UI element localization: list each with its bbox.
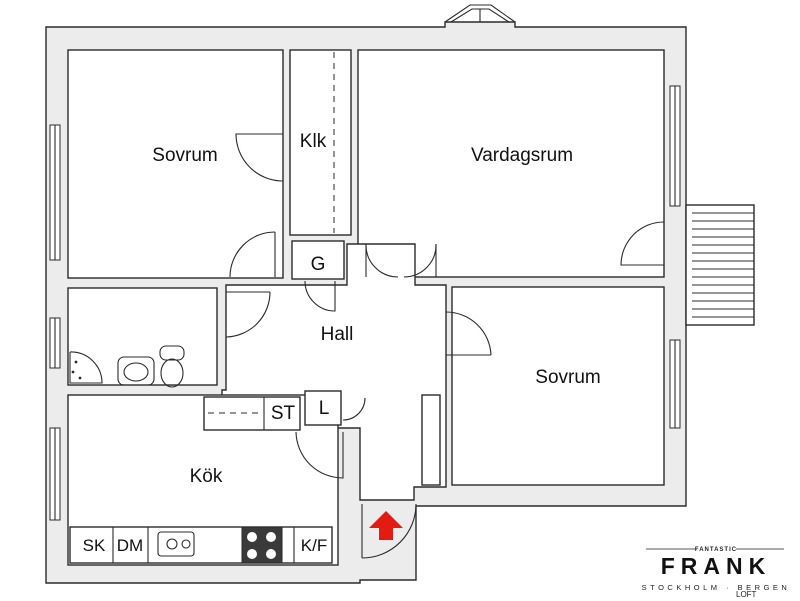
bathroom-fixtures <box>69 345 185 388</box>
label-living-room: Vardagsrum <box>471 145 573 166</box>
windows-right <box>669 85 681 429</box>
label-bedroom-right: Sovrum <box>535 367 600 388</box>
label-kitchen: Kök <box>190 466 223 487</box>
label-dishwasher: DM <box>117 536 143 555</box>
label-bedroom-left: Sovrum <box>152 145 217 166</box>
logo-tagline: FANTASTIC <box>695 547 737 553</box>
label-wardrobe: G <box>311 254 326 275</box>
balcony <box>685 204 755 326</box>
living-room-area <box>357 49 665 278</box>
windows-left <box>49 124 61 521</box>
door-swings <box>225 133 665 559</box>
kitchen-counter <box>69 526 333 564</box>
logo-partner: LOFT <box>736 590 757 599</box>
bathroom-area <box>67 287 218 386</box>
closet-area <box>289 49 352 236</box>
hall-storage <box>203 390 441 486</box>
bay-window <box>444 4 516 23</box>
label-fridge-freezer: K/F <box>301 536 327 555</box>
label-closet: Klk <box>300 131 327 152</box>
label-sink-cabinet: SK <box>83 536 106 555</box>
label-linen: L <box>319 398 330 419</box>
label-hall: Hall <box>321 324 354 345</box>
brand-logo: FANTASTIC FRANK STOCKHOLM · BERGEN LOFT <box>642 547 791 599</box>
entrance-arrow <box>369 511 403 540</box>
logo-name: FRANK <box>661 553 772 579</box>
logo-city: STOCKHOLM · BERGEN <box>642 583 791 592</box>
wardrobe-area <box>291 240 345 280</box>
bedroom-right-area <box>451 286 665 486</box>
label-storage: ST <box>271 403 296 424</box>
